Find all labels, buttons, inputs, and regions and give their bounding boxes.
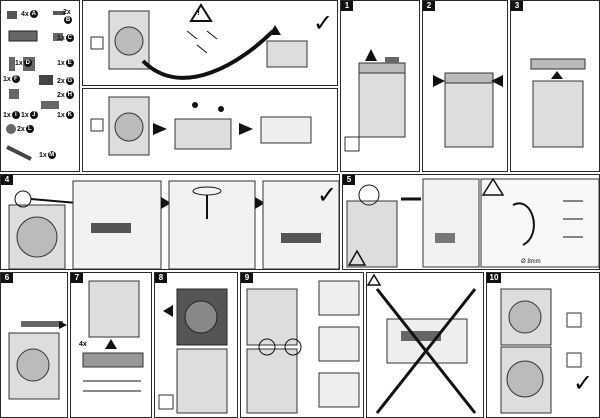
square-icon <box>90 36 104 50</box>
step-5-panel: 5 Ø 8mm <box>342 174 600 270</box>
warning-triangle-icon <box>189 3 213 22</box>
parts-illustrations <box>6 11 65 161</box>
overview-bottom-illustration <box>90 96 312 156</box>
step-2-illustration <box>433 72 503 148</box>
check-icon: ✓ <box>573 369 594 397</box>
quantity-label: 4x <box>79 341 87 348</box>
warning-detail-panel <box>366 272 484 418</box>
overview-top-illustration <box>90 3 308 80</box>
step-number: 10 <box>487 273 501 283</box>
step-1-panel: 1 <box>340 0 420 172</box>
step-8-illustration <box>158 288 228 414</box>
step-9-illustration <box>246 280 360 414</box>
plate-with-parts <box>174 118 232 150</box>
part-screw-icon <box>9 57 15 71</box>
step-10-illustration <box>500 288 582 414</box>
overview-wrong-placement-panel: ! ✓ <box>82 0 338 86</box>
part-strip-icon <box>53 11 65 15</box>
part-rail-icon <box>41 101 59 109</box>
plate-illustration <box>266 40 308 68</box>
drill-size-label: Ø 8mm <box>521 259 541 265</box>
step-number: 4 <box>1 175 13 185</box>
tray-icon <box>566 352 582 368</box>
part-wrench-icon <box>6 145 32 161</box>
step-7-illustration <box>82 280 144 392</box>
part-block-icon <box>39 75 53 85</box>
arrow-right-icon <box>239 123 253 135</box>
step-number: 9 <box>241 273 253 283</box>
plate-illustration <box>260 116 312 144</box>
cross-line-icon <box>375 288 477 414</box>
step-number: 7 <box>71 273 83 283</box>
part-washer-icon <box>6 124 16 134</box>
step-4-panel: 4 ✓ <box>0 174 340 270</box>
step-6-panel: 6 <box>0 272 68 418</box>
detail-circle-icon <box>358 184 380 206</box>
step-1-illustration <box>344 49 406 152</box>
warning-triangle-icon <box>367 273 382 286</box>
part-plate-icon <box>8 30 38 42</box>
drill-icon <box>435 233 455 243</box>
step-number: 2 <box>423 1 435 11</box>
step-5-illustration <box>346 177 599 268</box>
step-4-illustration <box>8 180 339 269</box>
step-3-panel: 3 <box>510 0 600 172</box>
step-number: 1 <box>341 1 353 11</box>
square-icon <box>90 118 104 132</box>
warning-glyph: ! <box>197 7 200 17</box>
part-bracket-icon <box>53 33 63 41</box>
arrow-right-icon <box>153 123 167 135</box>
check-icon: ✓ <box>313 9 334 37</box>
check-icon: ✓ <box>317 181 338 209</box>
step-6-illustration <box>8 321 67 400</box>
step-number: 3 <box>511 1 523 11</box>
overview-correct-placement-panel <box>82 88 338 172</box>
step-2-panel: 2 <box>422 0 508 172</box>
step-number: 8 <box>155 273 167 283</box>
square-icon <box>158 394 174 410</box>
part-label-b: 2xB <box>63 9 72 24</box>
step-3-illustration <box>530 58 586 148</box>
step-number: 5 <box>343 175 355 185</box>
warning-triangle-icon <box>347 249 367 266</box>
part-hook-icon <box>9 89 19 99</box>
warning-triangle-icon <box>481 177 505 196</box>
curved-arrow-icon <box>141 29 275 80</box>
square-icon <box>566 312 582 328</box>
square-icon <box>344 136 360 152</box>
warning-detail-illustration <box>367 273 477 414</box>
step-9-panel: 9 <box>240 272 364 418</box>
part-foot-icon <box>7 11 17 19</box>
step-10-panel: 10 ✓ <box>486 272 600 418</box>
step-number: 6 <box>1 273 13 283</box>
step-8-panel: 8 <box>154 272 238 418</box>
step-7-panel: 7 4x <box>70 272 152 418</box>
